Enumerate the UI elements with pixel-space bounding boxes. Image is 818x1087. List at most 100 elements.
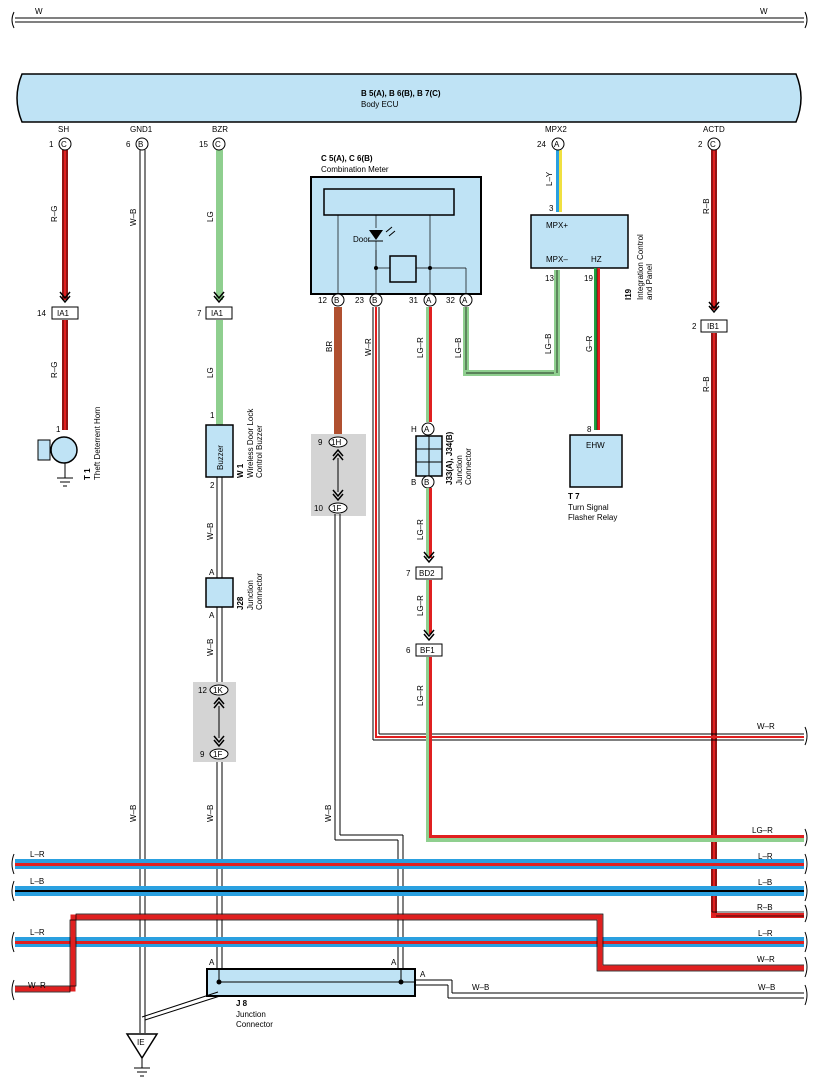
relay-id: T 7 <box>568 492 580 501</box>
buzzer-box-label: Buzzer <box>216 445 225 470</box>
wire-gnd1: W–B W–B <box>129 150 146 1033</box>
wire-label-mpx-lgb: LG–B <box>544 334 553 354</box>
bus-label-wr2-right: W–R <box>757 955 775 964</box>
ecu-title: B 5(A), B 6(B), B 7(C) <box>361 89 441 98</box>
horn-id: T 1 <box>83 468 92 480</box>
ecu-pin-bzr: C 15 <box>199 137 226 151</box>
wire-label-bzr-upper: LG <box>206 211 215 222</box>
wire-label-gnd: W–B <box>129 209 138 226</box>
ecu-pin-sh: C 1 <box>49 137 72 151</box>
wire-label-bzr-wb3: W–B <box>206 805 215 822</box>
turn-signal-relay: EHW 8 T 7 Turn Signal Flasher Relay <box>568 425 623 522</box>
conn-1h: 1H <box>331 438 341 447</box>
bus-label-lb-right: L–B <box>758 878 772 887</box>
svg-text:C: C <box>710 140 716 149</box>
junction-1h-1f: 1H 9 1F 10 <box>311 434 366 516</box>
wire-bzr: LG LG W–B W–B W–B <box>206 150 225 968</box>
wire-label-actd-upper: R–B <box>702 198 711 214</box>
conn-bd2: BD2 <box>419 569 435 578</box>
wireless-door-lock-buzzer: Buzzer 1 2 W 1 Wireless Door Lock Contro… <box>205 408 264 490</box>
svg-text:32: 32 <box>446 296 455 305</box>
ecu-terminal-actd: ACTD <box>703 125 725 134</box>
wire-label-j33-lgr: LG–R <box>416 519 425 540</box>
relay-name2: Flasher Relay <box>568 513 617 522</box>
meter-pins: B 12 B 23 A 31 A 32 <box>318 293 473 307</box>
meter-pin-32: A 32 <box>446 293 473 307</box>
ecu-pin-gnd1: B 6 <box>126 137 149 151</box>
bus-lr-2 <box>15 937 804 947</box>
theft-deterrent-horn: 1 T 1 Theft Deterrent Horn <box>37 407 102 487</box>
svg-text:B: B <box>334 296 339 305</box>
svg-text:H: H <box>411 425 417 434</box>
j33-name1: Junction <box>455 455 464 485</box>
wire-label-bzr-lower: LG <box>206 367 215 378</box>
meter-pin-31: A 31 <box>409 293 437 307</box>
wire-label-mpx-ly: L–Y <box>545 171 554 186</box>
horn-name: Theft Deterrent Horn <box>93 407 102 480</box>
integration-mpx-plus: MPX+ <box>546 221 568 230</box>
bus-wr-route <box>15 913 804 993</box>
j8-pin-left: A <box>209 958 215 967</box>
ecu-pins: C 1 B 6 C 15 A 24 C 2 <box>49 137 721 151</box>
relay-name1: Turn Signal <box>568 503 609 512</box>
wire-1f-wb: W–B <box>324 514 404 968</box>
ground-label: IE <box>137 1038 145 1047</box>
ecu-subtitle: Body ECU <box>361 100 399 109</box>
svg-text:7: 7 <box>197 309 202 318</box>
buzzer-name1: Wireless Door Lock <box>246 408 255 478</box>
j33-id: J33(A), J34(B) <box>445 431 454 485</box>
ecu-terminal-gnd1: GND1 <box>130 125 153 134</box>
connector-ib1: IB1 2 <box>692 319 728 333</box>
integration-panel: MPX+ MPX– HZ 3 13 19 I19 Integration Con… <box>530 204 654 300</box>
wire-label-sh-upper: R–G <box>50 206 59 222</box>
bus-label-wr-left: W–R <box>28 981 46 990</box>
svg-text:IB1: IB1 <box>707 322 720 331</box>
wire-actd: R–B R–B <box>702 150 720 916</box>
wire-label-meter-wr: W–R <box>364 338 373 356</box>
wire-label-sh-lower: R–G <box>50 362 59 378</box>
svg-text:A: A <box>426 296 432 305</box>
svg-text:1: 1 <box>49 140 54 149</box>
meter-title: C 5(A), C 6(B) <box>321 154 373 163</box>
top-wire-label-left: W <box>35 7 43 16</box>
bus-label-lb-left: L–B <box>30 877 44 886</box>
bus-labels: W–R LG–R L–R L–R L–B L–B R–B L–R L–R W–R… <box>28 722 775 992</box>
conn-1f-meter: 1F <box>332 504 341 513</box>
wire-label-actd-lower: R–B <box>702 376 711 392</box>
j33-name2: Connector <box>464 448 473 485</box>
svg-text:2: 2 <box>698 140 703 149</box>
combination-meter: C 5(A), C 6(B) Combination Meter Door <box>310 154 482 295</box>
top-w-wire: W W <box>11 7 808 29</box>
connector-ia1-horn: IA1 14 <box>37 306 79 320</box>
bus-label-wb-right: W–B <box>758 983 775 992</box>
svg-text:B: B <box>372 296 377 305</box>
relay-pin: 8 <box>587 425 592 434</box>
wire-lgr-chain: LG–R BD2 7 LG–R BF1 6 LG–R <box>406 488 804 842</box>
j28-pin-bottom: A <box>209 611 215 620</box>
relay-box-label: EHW <box>586 441 605 450</box>
bus-wb <box>415 979 804 999</box>
svg-text:A: A <box>424 425 430 434</box>
ground-ie: IE <box>125 991 221 1077</box>
conn-1f-buzzer: 1F <box>213 750 222 759</box>
j28-id: J28 <box>236 596 245 610</box>
junction-j8: A A A J 8 Junction Connector <box>206 958 426 1029</box>
buzzer-id: W 1 <box>236 463 245 478</box>
meter-pin-23: B 23 <box>355 293 383 307</box>
ecu-terminal-mpx2: MPX2 <box>545 125 567 134</box>
integration-pin-19: 19 <box>584 274 593 283</box>
meter-pin-12: B 12 <box>318 293 345 307</box>
j8-name2: Connector <box>236 1020 273 1029</box>
ecu-terminal-bzr: BZR <box>212 125 228 134</box>
bus-lb <box>15 886 804 896</box>
integration-name: I19 <box>624 288 633 300</box>
body-ecu: B 5(A), B 6(B), B 7(C) Body ECU SH GND1 … <box>16 73 802 134</box>
conn-bf1: BF1 <box>420 646 435 655</box>
j8-pin-right: A <box>420 970 426 979</box>
integration-hz: HZ <box>591 255 602 264</box>
svg-text:C: C <box>61 140 67 149</box>
svg-text:A: A <box>462 296 468 305</box>
wire-hz: G–R <box>585 268 600 430</box>
j28-name2: Connector <box>255 573 264 610</box>
